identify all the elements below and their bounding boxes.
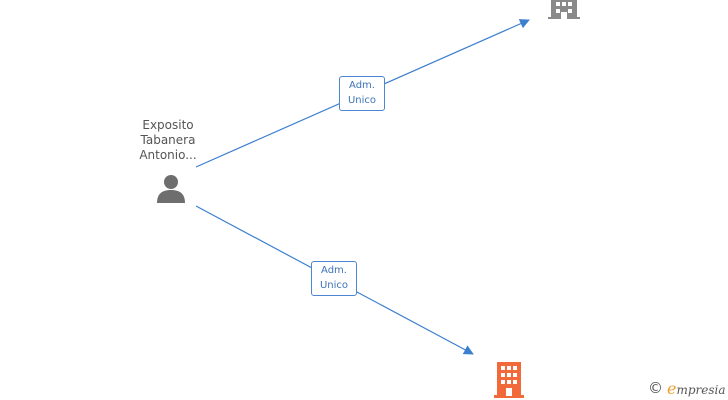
- edge-label-line: Adm.: [321, 265, 347, 276]
- person-name-line: Tabanera: [140, 133, 196, 147]
- brand-logo: empresia: [667, 379, 726, 398]
- person-name[interactable]: Exposito Tabanera Antonio...: [118, 118, 218, 163]
- edge-label-bottom[interactable]: Adm. Unico: [311, 261, 357, 296]
- copyright-icon: ©: [648, 379, 663, 397]
- edge-label-top[interactable]: Adm. Unico: [339, 76, 385, 111]
- person-icon[interactable]: [155, 174, 187, 204]
- edge-label-line: Adm.: [349, 80, 375, 91]
- brand-initial: e: [667, 378, 677, 398]
- edge-label-line: Unico: [347, 95, 377, 106]
- building-icon[interactable]: [493, 362, 525, 398]
- person-name-line: Exposito: [142, 118, 194, 132]
- brand-rest: mpresia: [676, 382, 726, 397]
- person-name-line: Antonio...: [139, 148, 197, 162]
- empresia-watermark: © empresia: [648, 378, 726, 398]
- building-icon[interactable]: [548, 0, 580, 19]
- edge-label-line: Unico: [319, 280, 349, 291]
